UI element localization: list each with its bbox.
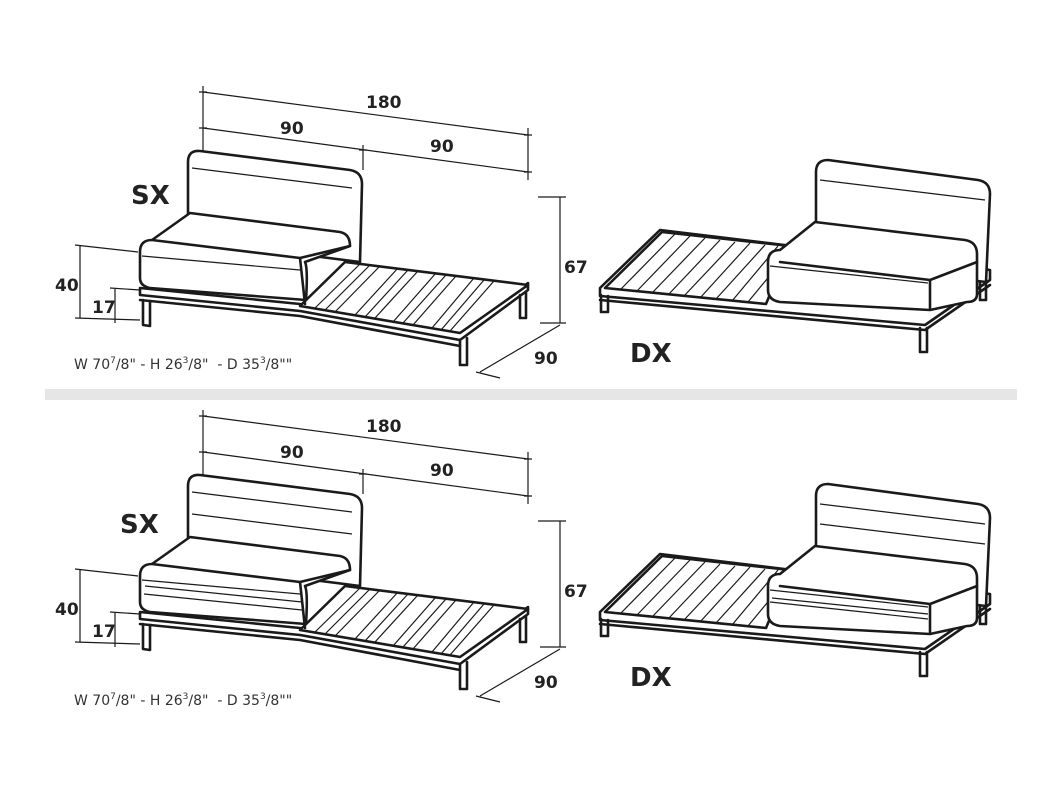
sx-sofa-drawing — [73, 408, 568, 704]
label-sx: SX — [120, 510, 159, 540]
dim-frame-height: 17 — [92, 298, 116, 318]
label-sx: SX — [131, 181, 170, 211]
dim-seat-height: 40 — [55, 276, 79, 296]
dim-depth: 90 — [534, 349, 558, 369]
dim-right-module: 90 — [430, 137, 454, 157]
dim-height: 67 — [564, 582, 588, 602]
dim-right-module: 90 — [430, 461, 454, 481]
panel-1: 180 90 90 67 90 40 17 SX DX W 707/8" - H… — [55, 84, 992, 380]
sx-sofa-drawing — [73, 84, 568, 380]
dim-total-width: 180 — [366, 417, 402, 437]
dx-sofa-drawing — [598, 158, 992, 354]
dim-left-module: 90 — [280, 119, 304, 139]
dim-total-width: 180 — [366, 93, 402, 113]
imperial-dimensions: W 707/8" - H 263/8" - D 353/8"" — [74, 356, 292, 373]
dim-frame-height: 17 — [92, 622, 116, 642]
label-dx: DX — [630, 663, 672, 693]
separator-band — [45, 389, 1017, 400]
dx-sofa-drawing — [598, 482, 992, 678]
label-dx: DX — [630, 339, 672, 369]
dim-seat-height: 40 — [55, 600, 79, 620]
imperial-dimensions: W 707/8" - H 263/8" - D 353/8"" — [74, 692, 292, 709]
dim-height: 67 — [564, 258, 588, 278]
quilting-lines — [143, 513, 986, 620]
dim-left-module: 90 — [280, 443, 304, 463]
dim-depth: 90 — [534, 673, 558, 693]
panel-2: 180 90 90 67 90 40 17 SX DX W 707/8" - H… — [55, 408, 992, 709]
